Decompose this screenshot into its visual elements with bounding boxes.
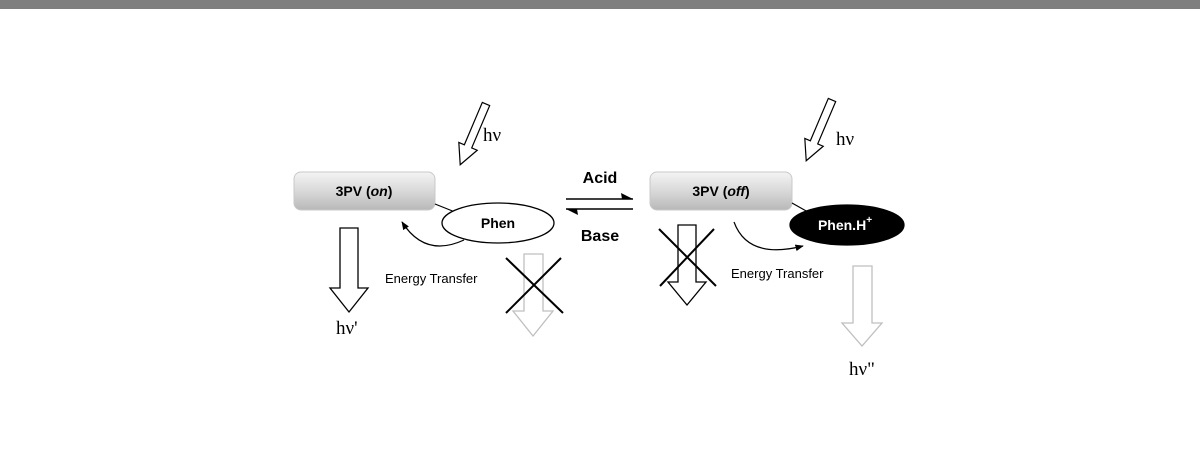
phen-ellipse: [441, 202, 555, 244]
left-state-group: hν 3PV (on) Phen Energy Transfer hν': [293, 101, 564, 339]
right-connector-line: [791, 202, 809, 213]
right-excitation-label: hν: [836, 129, 855, 150]
equilibrium-group: Acid Base: [566, 170, 633, 245]
base-label: Base: [581, 228, 619, 245]
phen-h-label: Phen.H+: [818, 215, 872, 233]
left-energy-transfer-arrow: [401, 221, 465, 247]
phen-h-ellipse: [789, 204, 905, 246]
right-cross-mark: [658, 228, 717, 287]
left-energy-transfer-label: Energy Transfer: [385, 271, 478, 286]
left-excitation-arrow: [458, 101, 491, 166]
left-cross-mark: [505, 257, 564, 314]
3pv-quenched-emission-arrow: [666, 224, 708, 307]
right-emission-label: hν": [849, 359, 875, 380]
left-3pv-box: [293, 171, 436, 211]
phen-quenched-emission-arrow: [511, 253, 555, 338]
phen-h-emission-arrow: [840, 265, 884, 347]
right-excitation-arrow: [804, 97, 837, 162]
left-emission-arrow: [328, 227, 370, 314]
left-connector-line: [434, 203, 456, 213]
header-bar: [0, 0, 1200, 9]
phen-label: Phen: [481, 215, 515, 231]
left-emission-label: hν': [336, 318, 358, 339]
left-3pv-label: 3PV (on): [336, 183, 393, 199]
right-3pv-label: 3PV (off): [692, 183, 749, 199]
right-state-group: hν 3PV (off) Phen.H+ Energy Transfer hν": [649, 97, 905, 380]
left-excitation-label: hν: [483, 125, 502, 146]
right-energy-transfer-arrow: [733, 221, 804, 252]
right-3pv-box: [649, 171, 793, 211]
acid-label: Acid: [583, 170, 618, 187]
right-energy-transfer-label: Energy Transfer: [731, 266, 824, 281]
